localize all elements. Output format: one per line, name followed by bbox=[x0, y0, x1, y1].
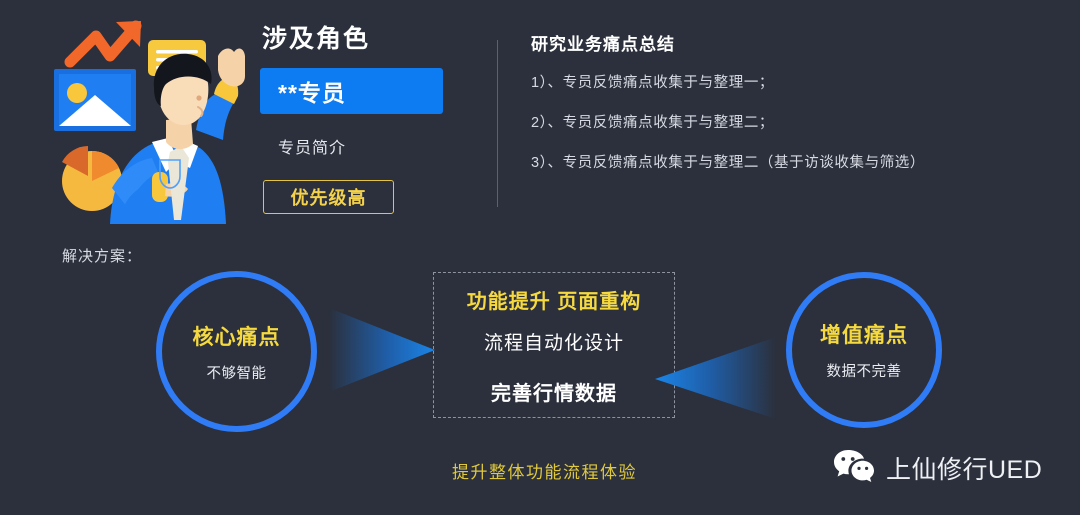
solution-center-box: 功能提升 页面重构 流程自动化设计 完善行情数据 bbox=[433, 272, 675, 418]
priority-badge: 优先级高 bbox=[263, 180, 394, 214]
person-figure bbox=[110, 48, 245, 224]
solution-line-3: 完善行情数据 bbox=[491, 382, 617, 405]
value-pain-subtitle: 数据不完善 bbox=[826, 364, 902, 380]
solution-line-2: 流程自动化设计 bbox=[483, 332, 624, 354]
wechat-icon bbox=[833, 448, 875, 487]
solution-label: 解决方案： bbox=[62, 248, 143, 265]
value-pain-title: 增值痛点 bbox=[820, 324, 908, 347]
core-pain-circle: 核心痛点 不够智能 bbox=[156, 271, 317, 432]
role-chip[interactable]: **专员 bbox=[260, 68, 443, 114]
vertical-divider bbox=[497, 40, 498, 207]
summary-item: 1）、专员反馈痛点收集于与整理一； bbox=[531, 75, 775, 91]
value-pain-circle: 增值痛点 数据不完善 bbox=[786, 272, 942, 428]
summary-panel: 研究业务痛点总结 1）、专员反馈痛点收集于与整理一； 2）、专员反馈痛点收集于与… bbox=[531, 30, 1051, 191]
summary-item: 2）、专员反馈痛点收集于与整理二； bbox=[531, 115, 775, 131]
summary-item: 3）、专员反馈痛点收集于与整理二（基于访谈收集与筛选） bbox=[531, 155, 926, 171]
solution-line-1: 功能提升 页面重构 bbox=[466, 290, 642, 313]
footer-caption: 提升整体功能流程体验 bbox=[452, 463, 637, 482]
image-card-icon bbox=[54, 69, 136, 131]
role-panel: 涉及角色 **专员 专员简介 优先级高 bbox=[260, 22, 460, 214]
growth-arrow-icon bbox=[64, 20, 142, 68]
business-person-analytics-illustration bbox=[48, 12, 273, 227]
role-panel-title: 涉及角色 bbox=[262, 25, 371, 53]
brand-watermark: 上仙修行UED bbox=[833, 448, 1042, 487]
pie-chart-icon bbox=[62, 146, 122, 211]
role-subtitle: 专员简介 bbox=[278, 140, 347, 157]
core-pain-subtitle: 不够智能 bbox=[206, 365, 267, 382]
summary-title: 研究业务痛点总结 bbox=[531, 35, 675, 54]
core-pain-title: 核心痛点 bbox=[192, 325, 281, 349]
brand-name: 上仙修行UED bbox=[886, 455, 1043, 484]
